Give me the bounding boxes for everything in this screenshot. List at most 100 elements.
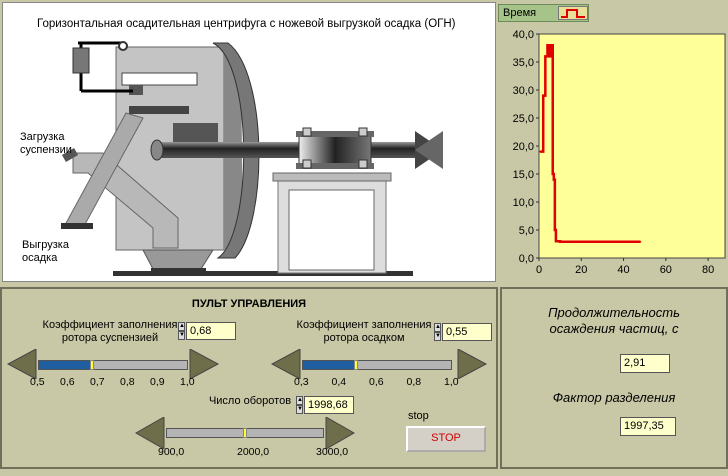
tick-label: 0,8 xyxy=(406,376,422,388)
load-label-line1: Загрузка xyxy=(20,131,65,143)
susp-coef-slider[interactable] xyxy=(38,360,188,370)
time-chart: 0,0 5,0 10,0 15,0 20,0 25,0 30,0 35,0 40,0 0 20 40 6… xyxy=(513,29,726,276)
data-point xyxy=(548,44,551,46)
data-point xyxy=(555,229,557,231)
data-point xyxy=(552,173,555,175)
tick-label: 1,0 xyxy=(180,376,195,388)
tick-label: 0,5 xyxy=(30,376,45,388)
unload-label-line2: осадка xyxy=(22,252,58,264)
y-tick-label: 25,0 xyxy=(513,113,534,125)
tick-label: 0,6 xyxy=(60,376,75,388)
rpm-stepper[interactable]: ▲▼ xyxy=(296,396,303,414)
susp-coef-input[interactable]: 0,68 xyxy=(186,322,236,340)
sed-coef-slider[interactable] xyxy=(302,360,452,370)
rpm-slider[interactable] xyxy=(166,428,324,438)
sed-left-arrow[interactable] xyxy=(270,349,302,379)
tick-label: 3000,0 xyxy=(316,446,349,458)
y-tick-label: 10,0 xyxy=(513,197,534,209)
sed-ticks: 0,3 0,4 0,6 0,8 1,0 xyxy=(294,376,459,390)
data-point xyxy=(544,55,547,58)
x-tick-label: 60 xyxy=(660,264,672,276)
y-tick-label: 0,0 xyxy=(519,253,534,265)
data-point xyxy=(548,55,551,58)
data-point xyxy=(546,44,549,46)
factor-label: Фактор разделения xyxy=(552,390,676,405)
data-point xyxy=(539,150,541,153)
tick-label: 1,0 xyxy=(444,376,459,388)
rpm-ticks: 900,0 2000,0 3000,0 xyxy=(158,446,348,460)
load-label-line2: суспензии xyxy=(20,144,72,156)
rpm-label: Число оборотов xyxy=(208,395,292,407)
plot-area xyxy=(538,33,726,259)
sed-right-arrow[interactable] xyxy=(456,349,488,379)
sed-coef-label-line2: ротора осадком xyxy=(323,332,405,344)
control-title: ПУЛЬТ УПРАВЛЕНИЯ xyxy=(191,298,307,310)
x-tick-label: 40 xyxy=(617,264,629,276)
y-tick-label: 40,0 xyxy=(513,29,534,41)
duration-output: 2,91 xyxy=(620,354,670,373)
data-point xyxy=(551,44,554,46)
x-tick-label: 0 xyxy=(536,264,542,276)
data-point xyxy=(542,150,545,153)
susp-coef-label: Коэффициент заполнения ротора суспензией xyxy=(40,319,180,345)
rpm-right-arrow[interactable] xyxy=(324,417,356,449)
susp-ticks: 0,5 0,6 0,7 0,8 0,9 1,0 xyxy=(30,376,195,390)
chart-legend[interactable]: Время xyxy=(498,4,589,22)
duration-label: Продолжительность осаждения частиц, с xyxy=(502,305,726,337)
tick-label: 0,6 xyxy=(369,376,384,388)
sed-coef-label-line1: Коэффициент заполнения xyxy=(296,319,432,331)
diagram-title: Горизонтальная осадительная центрифуга с… xyxy=(37,18,456,30)
tick-label: 0,3 xyxy=(294,376,309,388)
rpm-slider-thumb[interactable] xyxy=(243,428,247,438)
susp-slider-thumb[interactable] xyxy=(90,360,95,370)
susp-left-arrow[interactable] xyxy=(6,349,38,379)
data-point xyxy=(544,94,547,97)
y-tick-label: 15,0 xyxy=(513,169,534,181)
chart-panel: Время 0,0 5,0 10,0 15,0 20,0 25,0 30,0 35,0 40,0… xyxy=(497,2,728,284)
sed-slider-fill xyxy=(303,361,357,369)
tick-label: 0,7 xyxy=(90,376,105,388)
x-tick-label: 80 xyxy=(702,264,714,276)
tick-label: 900,0 xyxy=(158,446,185,458)
sed-slider-thumb[interactable] xyxy=(354,360,359,370)
centrifuge-illustration xyxy=(61,41,443,276)
stop-label: stop xyxy=(408,410,429,422)
data-point xyxy=(559,240,561,243)
tick-label: 0,9 xyxy=(150,376,165,388)
y-tick-label: 5,0 xyxy=(519,225,534,237)
sed-coef-label: Коэффициент заполнения ротора осадком xyxy=(294,319,434,345)
y-tick-label: 30,0 xyxy=(513,85,534,97)
stop-button[interactable]: STOP xyxy=(406,426,486,452)
data-point xyxy=(639,240,642,243)
tick-label: 0,4 xyxy=(331,376,347,388)
sed-coef-input[interactable]: 0,55 xyxy=(442,323,492,341)
sed-coef-stepper[interactable]: ▲▼ xyxy=(434,323,441,341)
susp-slider-fill xyxy=(39,361,93,369)
legend-label: Время xyxy=(503,7,537,19)
factor-output: 1997,35 xyxy=(620,417,676,436)
susp-right-arrow[interactable] xyxy=(188,349,220,379)
control-panel: ПУЛЬТ УПРАВЛЕНИЯ Коэффициент заполнения … xyxy=(0,287,498,469)
duration-label-line2: осаждения частиц, с xyxy=(549,321,679,336)
susp-coef-label-line1: Коэффициент заполнения xyxy=(42,319,178,331)
tick-label: 2000,0 xyxy=(237,446,270,458)
data-point xyxy=(546,55,549,58)
unload-label: Выгрузка осадка xyxy=(22,239,69,265)
centrifuge-diagram-panel: Горизонтальная осадительная центрифуга с… xyxy=(2,2,496,282)
y-tick-label: 20,0 xyxy=(513,141,534,153)
results-panel: Продолжительность осаждения частиц, с 2,… xyxy=(500,287,728,469)
y-tick-label: 35,0 xyxy=(513,57,534,69)
x-tick-label: 20 xyxy=(575,264,587,276)
rpm-input[interactable]: 1998,68 xyxy=(304,396,354,414)
legend-swatch xyxy=(558,6,588,20)
data-point xyxy=(554,178,556,181)
load-label: Загрузка суспензии xyxy=(20,131,72,157)
susp-coef-stepper[interactable]: ▲▼ xyxy=(178,322,185,340)
unload-label-line1: Выгрузка xyxy=(22,239,69,251)
data-point xyxy=(542,94,545,97)
data-point xyxy=(550,55,553,58)
tick-label: 0,8 xyxy=(120,376,135,388)
duration-label-line1: Продолжительность xyxy=(548,305,680,320)
rpm-left-arrow[interactable] xyxy=(134,417,166,449)
susp-coef-label-line2: ротора суспензией xyxy=(61,332,159,344)
